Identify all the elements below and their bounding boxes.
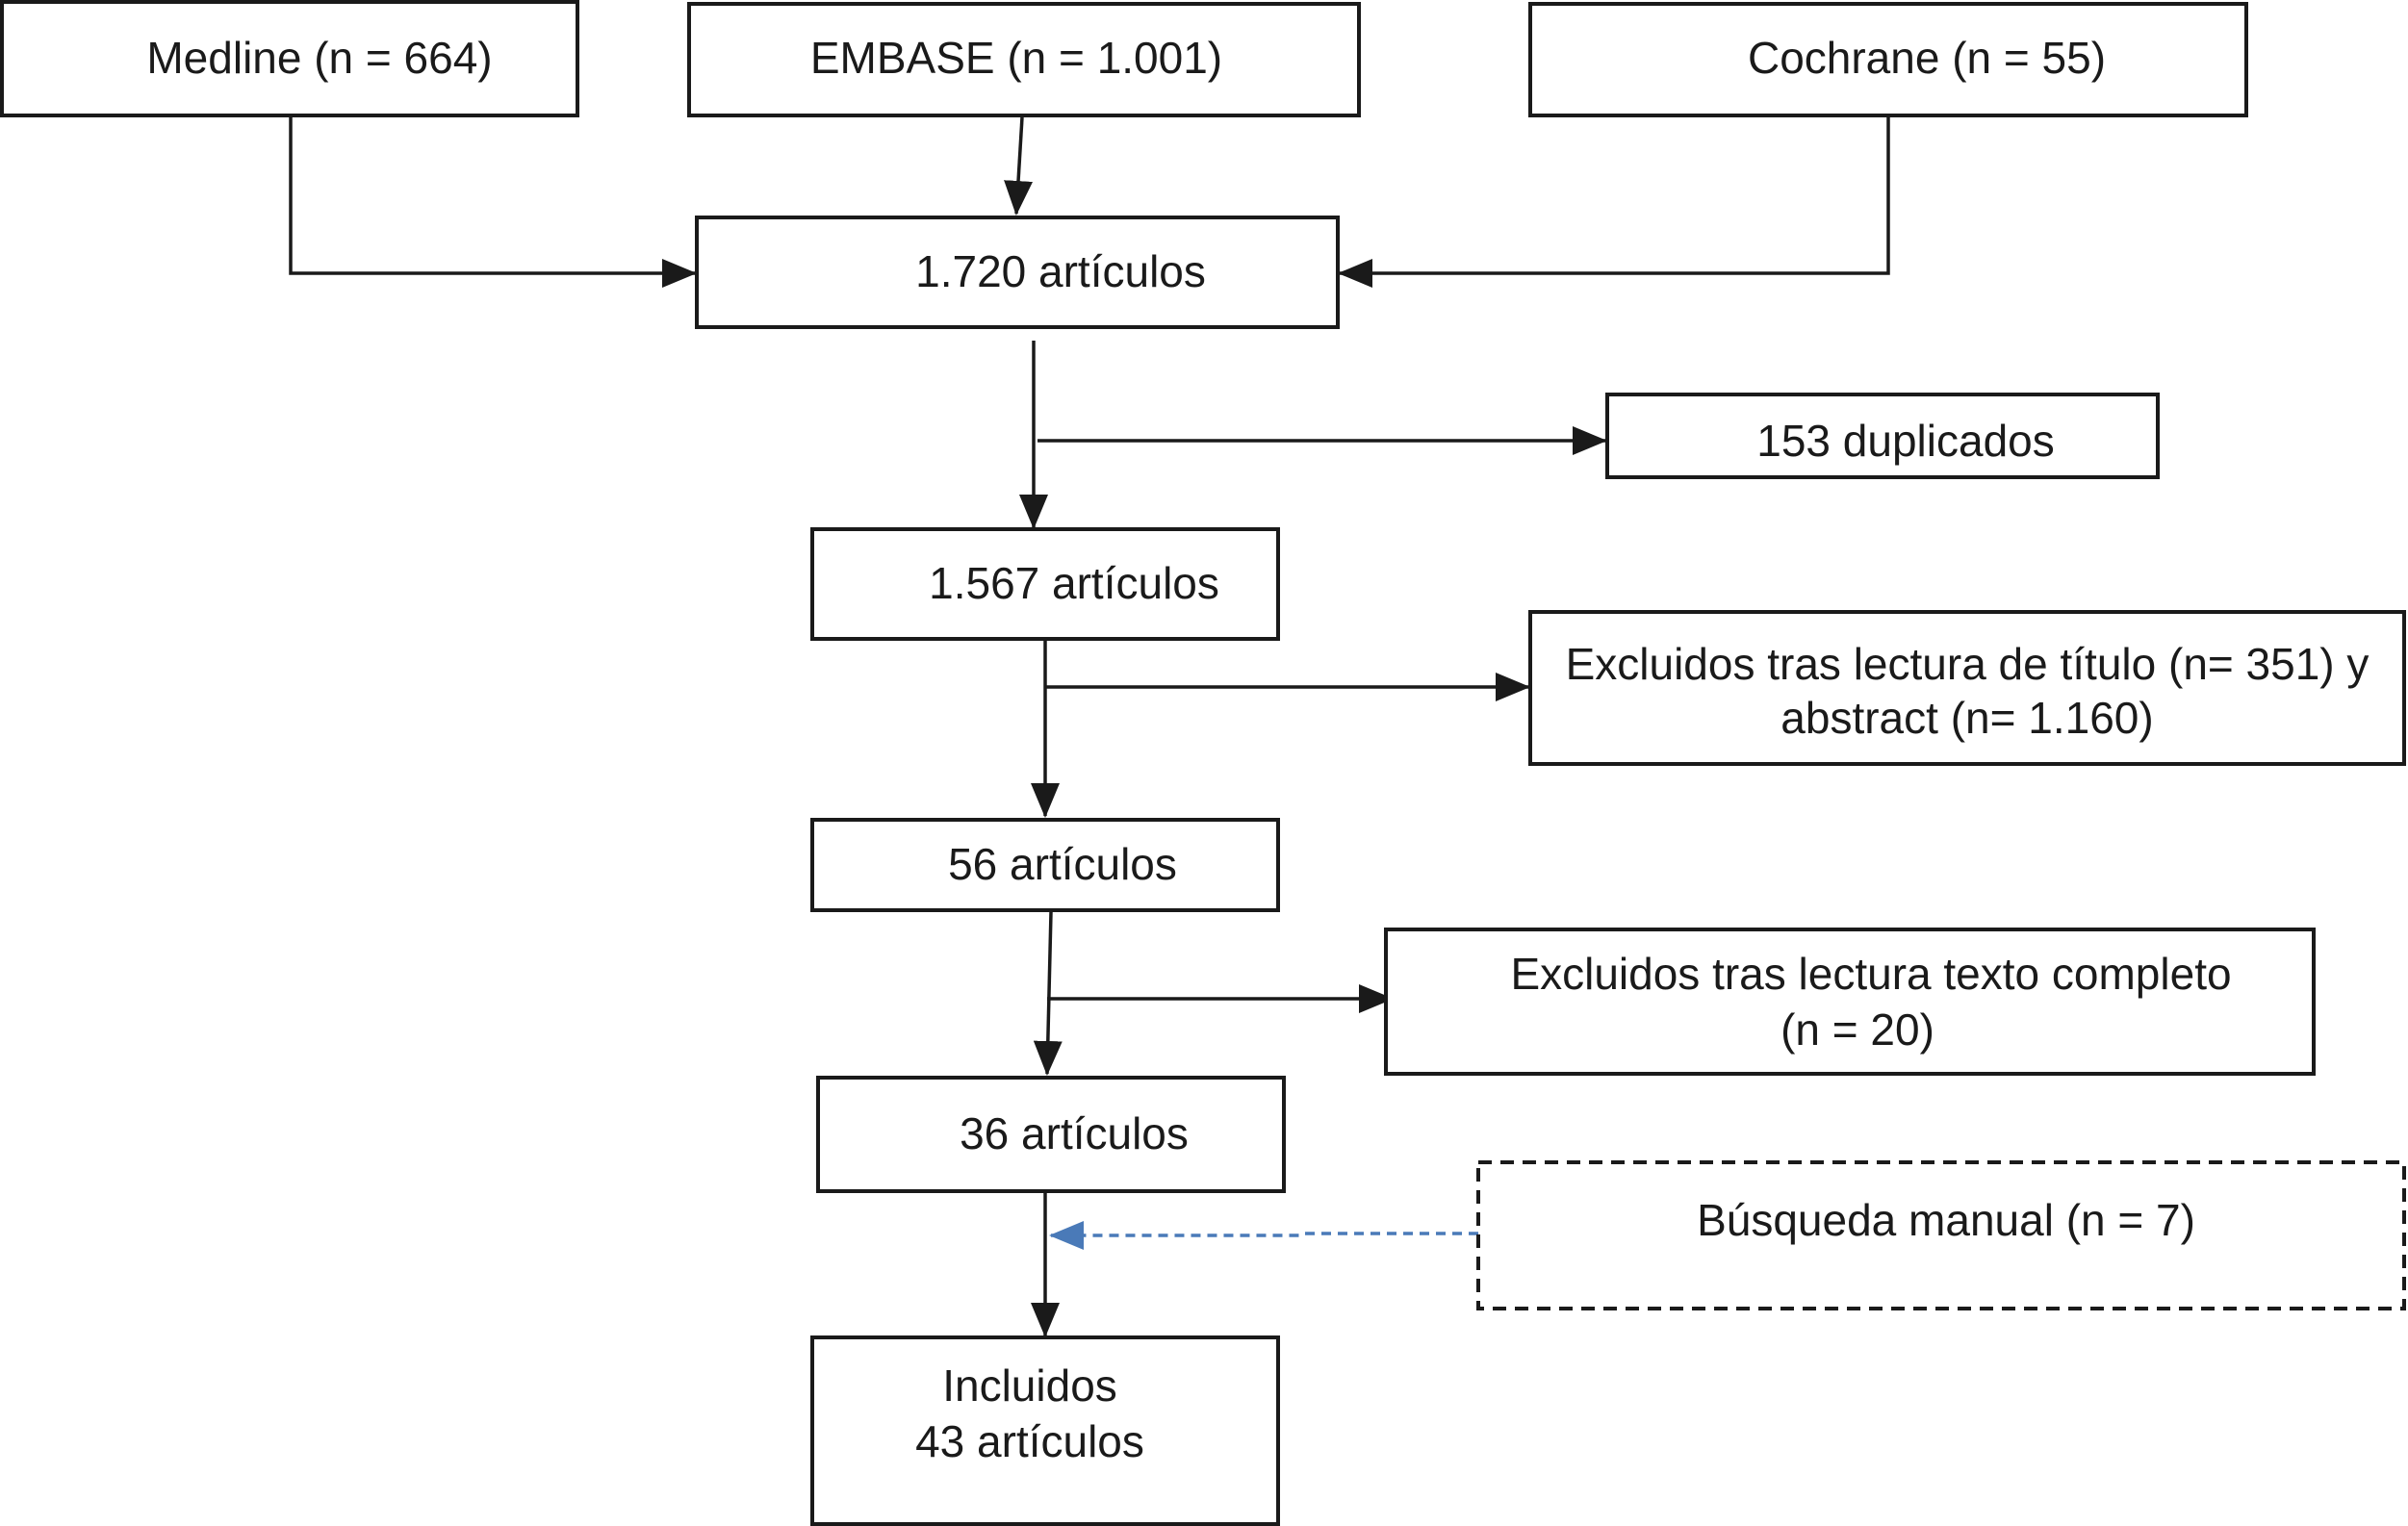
- box-excluded-title-abstract: Excluidos tras lectura de título (n= 351…: [1528, 610, 2406, 766]
- source-medline-label: Medline (n = 664): [146, 33, 492, 83]
- excluded-fulltext-line2: (n = 20): [1780, 1005, 1934, 1055]
- box-duplicates: 153 duplicados: [1605, 393, 2160, 479]
- connectors: [289, 116, 1890, 1337]
- after-fulltext-label: 36 artículos: [960, 1108, 1189, 1158]
- source-embase: EMBASE (n = 1.001): [687, 2, 1361, 117]
- source-embase-label: EMBASE (n = 1.001): [810, 33, 1222, 83]
- manual-search-label: Búsqueda manual (n = 7): [1697, 1195, 2195, 1245]
- connector-medline-to-total: [289, 117, 697, 288]
- included-line2: 43 artículos: [915, 1416, 1144, 1466]
- box-excluded-fulltext: Excluidos tras lectura texto completo (n…: [1384, 928, 2316, 1076]
- after-duplicates-label: 1.567 artículos: [929, 558, 1219, 608]
- excluded-fulltext-line1: Excluidos tras lectura texto completo: [1510, 949, 2231, 999]
- connector-embase-to-total: [1004, 116, 1034, 216]
- box-after-fulltext: 36 artículos: [816, 1076, 1286, 1193]
- box-manual-search: Búsqueda manual (n = 7): [1476, 1160, 2406, 1310]
- source-medline: Medline (n = 664): [0, 0, 579, 117]
- box-total-articles: 1.720 artículos: [695, 216, 1340, 329]
- connector-manual-search: [1049, 1221, 1478, 1250]
- excluded-title-line1: Excluidos tras lectura de título (n= 351…: [1566, 639, 2370, 689]
- box-included: Incluidos 43 artículos: [810, 1335, 1280, 1526]
- box-after-title: 56 artículos: [810, 818, 1280, 912]
- source-cochrane: Cochrane (n = 55): [1528, 2, 2248, 117]
- connector-to-after-fulltext: [1033, 911, 1063, 1076]
- duplicates-label: 153 duplicados: [1756, 416, 2054, 466]
- after-title-label: 56 artículos: [948, 839, 1177, 889]
- box-after-duplicates: 1.567 artículos: [810, 527, 1280, 641]
- excluded-title-line2: abstract (n= 1.160): [1780, 693, 2153, 743]
- total-articles-label: 1.720 artículos: [915, 246, 1206, 296]
- included-line1: Incluidos: [942, 1361, 1117, 1411]
- connector-cochrane-to-total: [1338, 117, 1890, 288]
- source-cochrane-label: Cochrane (n = 55): [1748, 33, 2106, 83]
